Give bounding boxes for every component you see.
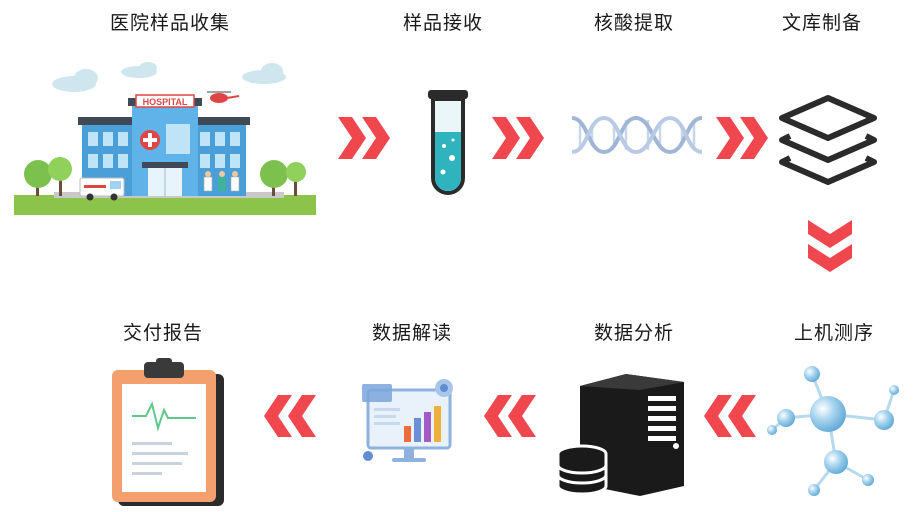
step-label-library-prep: 文库制备	[781, 12, 863, 34]
step-label-data-interpretation: 数据解读	[371, 322, 453, 344]
hospital-icon: HOSPITAL	[14, 62, 316, 215]
step-label-sample-reception: 样品接收	[402, 12, 484, 34]
arrow-left-2	[484, 395, 536, 437]
step-label-nucleic-extraction: 核酸提取	[593, 12, 675, 34]
step-label-report-delivery: 交付报告	[122, 322, 204, 344]
clipboard-report-icon	[112, 358, 224, 506]
molecule-icon	[767, 366, 899, 496]
test-tube-icon	[428, 90, 468, 195]
server-database-icon	[556, 374, 684, 496]
step-label-sequencing: 上机测序	[793, 322, 875, 344]
dna-icon	[571, 115, 703, 155]
analytics-screen-icon	[362, 379, 453, 462]
step-label-sample-collection: 医院样品收集	[109, 12, 231, 34]
layers-icon	[779, 95, 877, 185]
step-label-data-analysis: 数据分析	[593, 322, 675, 344]
hospital-sign: HOSPITAL	[143, 97, 188, 107]
arrow-right-1	[338, 117, 390, 159]
arrow-right-3	[716, 117, 768, 159]
arrow-left-3	[264, 395, 316, 437]
arrow-left-1	[704, 395, 756, 437]
arrow-right-2	[492, 117, 544, 159]
arrow-down	[808, 220, 852, 272]
